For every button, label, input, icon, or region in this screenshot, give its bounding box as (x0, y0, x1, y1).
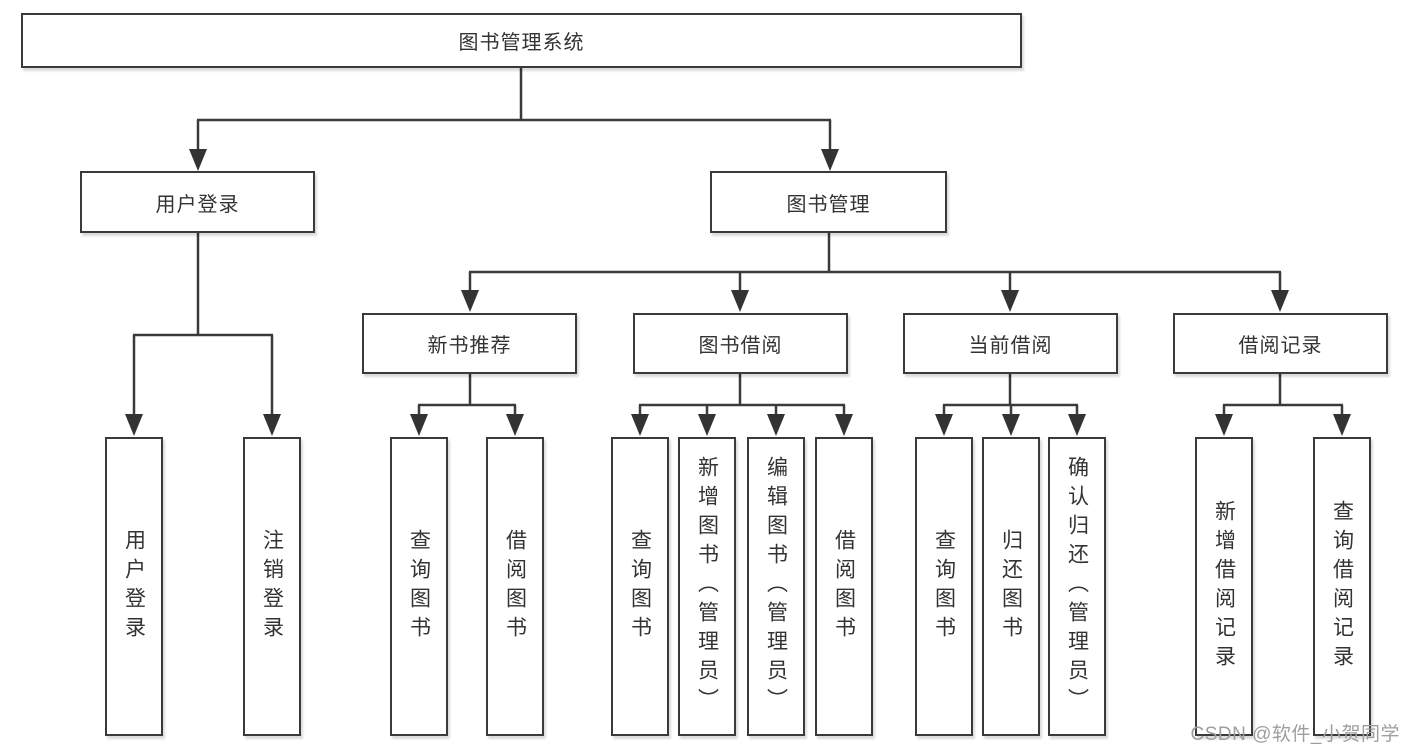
node-current-borrowing: 当前借阅 (903, 313, 1118, 374)
node-book-management-branch: 图书管理 (710, 171, 947, 233)
node-borrowing-records: 借阅记录 (1173, 313, 1388, 374)
leaf-logout: 注销登录 (243, 437, 301, 736)
node-new-book-recommendation: 新书推荐 (362, 313, 577, 374)
connector-mgmt-to-sections (461, 233, 1289, 312)
leaf-user-login: 用户登录 (105, 437, 163, 736)
connector-newbook-to-leaves (410, 374, 524, 436)
leaf-borrow-books-borrow: 借阅图书 (815, 437, 873, 736)
leaf-edit-books-admin: 编辑图书（管理员） (747, 437, 805, 736)
connector-borrow-to-leaves (631, 374, 853, 436)
connector-root-to-level2 (189, 68, 839, 171)
leaf-borrow-books-newbook: 借阅图书 (486, 437, 544, 736)
leaf-query-books-newbook: 查询图书 (390, 437, 448, 736)
leaf-query-books-borrow: 查询图书 (611, 437, 669, 736)
leaf-query-books-current: 查询图书 (915, 437, 973, 736)
leaf-add-borrow-record: 新增借阅记录 (1195, 437, 1253, 736)
csdn-watermark: CSDN @软件_小贺同学 (1190, 724, 1400, 745)
leaf-return-books: 归还图书 (982, 437, 1040, 736)
leaf-query-borrow-record: 查询借阅记录 (1313, 437, 1371, 736)
node-library-management-system: 图书管理系统 (21, 13, 1022, 68)
connector-login-to-leaves (125, 233, 281, 436)
connector-records-to-leaves (1215, 374, 1351, 436)
leaf-confirm-return-admin: 确认归还（管理员） (1048, 437, 1106, 736)
node-book-borrowing: 图书借阅 (633, 313, 848, 374)
leaf-add-books-admin: 新增图书（管理员） (678, 437, 736, 736)
connector-current-to-leaves (935, 374, 1086, 436)
node-user-login-branch: 用户登录 (80, 171, 315, 233)
